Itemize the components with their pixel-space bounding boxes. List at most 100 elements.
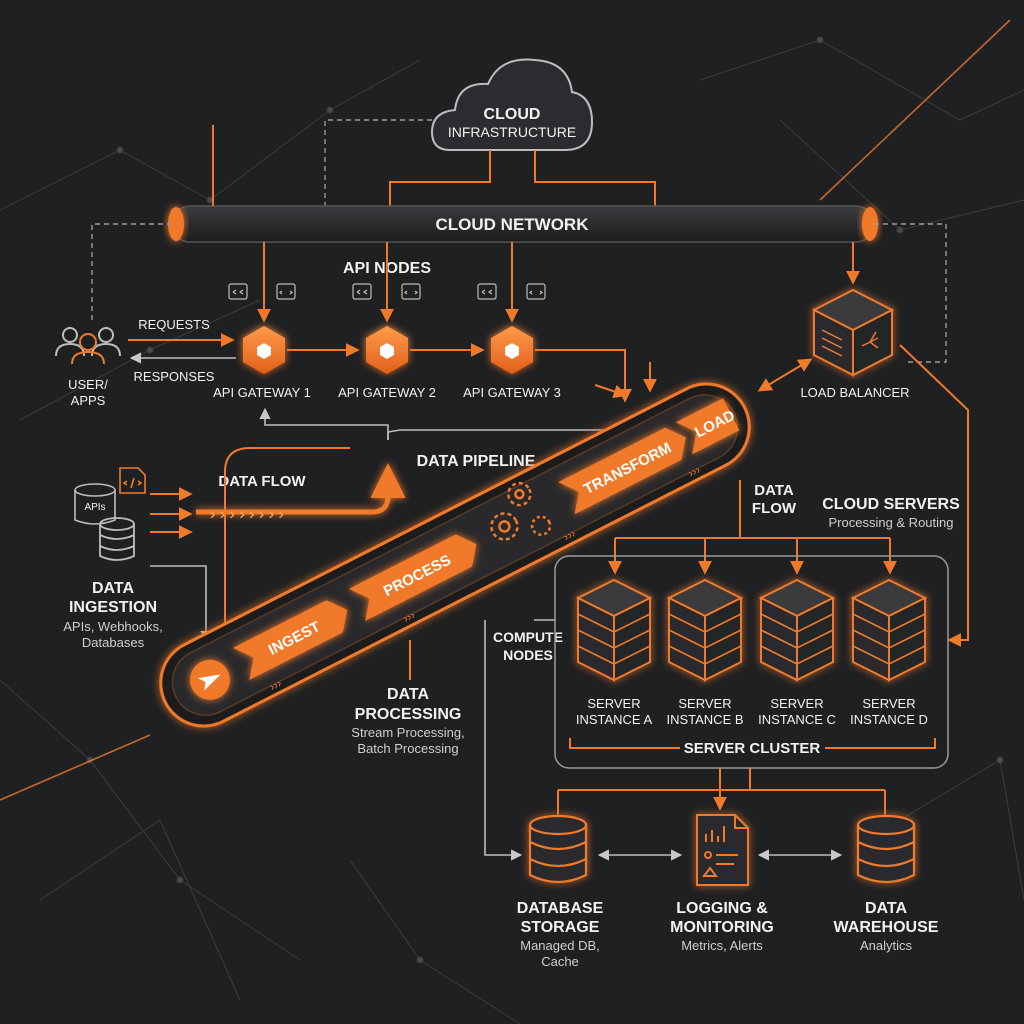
data-pipeline-belt: INGEST PROCESS TRANSFORM LOAD ››› ››› ››… [159, 382, 751, 728]
data-ingestion-title-line2: INGESTION [69, 599, 157, 616]
server-instance-label-line1: SERVER [587, 696, 640, 711]
cloud-connector [534, 150, 656, 208]
cloud-servers-subtitle: Processing & Routing [828, 515, 953, 530]
balancer-pipeline-arrow [757, 358, 813, 392]
cloud-subtitle: INFRASTRUCTURE [448, 124, 576, 140]
data-ingestion-title-line1: DATA [92, 580, 135, 597]
database-storage[interactable]: DATABASE STORAGE Managed DB, Cache [517, 814, 604, 969]
pipeline-start-icon [189, 659, 230, 700]
logging-sub: Metrics, Alerts [681, 938, 763, 953]
gears-icon [490, 481, 552, 541]
api-gateway-2-label: API GATEWAY 2 [338, 385, 436, 400]
gateway-hex-icon [257, 343, 271, 359]
accent-streak [819, 19, 1011, 201]
logging-monitoring[interactable]: LOGGING & MONITORING Metrics, Alerts [670, 814, 774, 953]
data-warehouse-title-line1: DATA [865, 900, 908, 917]
background-network-lines [0, 36, 1024, 1024]
user-apps: USER/ APPS [55, 327, 121, 408]
cloud-connector [389, 150, 491, 208]
server-cluster-frame [554, 555, 949, 769]
user-apps-label-line1: USER/ [68, 377, 108, 392]
pipeline-chevrons: ››› [400, 608, 417, 626]
server-instance-label-line2: INSTANCE B [666, 712, 743, 727]
cluster-bracket [569, 738, 936, 749]
database-storage-sub-line2: Cache [541, 954, 579, 969]
cloud-network-label: CLOUD NETWORK [436, 215, 590, 234]
gateway-hex-icon [505, 343, 519, 359]
cloud-dashed-link [324, 119, 432, 208]
data-processing-title-line1: DATA [387, 686, 430, 703]
server-stack-icon [758, 578, 836, 682]
data-processing-sub-line2: Batch Processing [357, 741, 458, 756]
requests-label: REQUESTS [138, 317, 210, 332]
balancer-to-servers-arrow [899, 344, 969, 647]
load-balancer[interactable]: LOAD BALANCER [800, 288, 910, 400]
cloud-icon [430, 58, 594, 151]
data-processing-title-line2: PROCESSING [355, 706, 462, 723]
data-flow-label: DATA FLOW [218, 473, 306, 490]
load-balancer-label: LOAD BALANCER [800, 385, 909, 400]
cloud-infrastructure: CLOUD INFRASTRUCTURE [430, 58, 594, 151]
server-stack-icon [575, 578, 653, 682]
gateway-code-icons [228, 283, 546, 300]
api-gateway-1-label: API GATEWAY 1 [213, 385, 311, 400]
cloud-servers-title: CLOUD SERVERS [822, 496, 960, 513]
apis-icon-label: APIs [84, 502, 105, 513]
responses-label: RESPONSES [134, 369, 215, 384]
logging-title-line2: MONITORING [670, 919, 774, 936]
warehouse-database-icon [856, 814, 916, 884]
logging-title-line1: LOGGING & [676, 900, 768, 917]
api-gateway-3[interactable]: API GATEWAY 3 [463, 326, 561, 400]
data-flow-chevrons: › › › › › › › › [210, 506, 284, 523]
user-apps-label-line2: APPS [71, 393, 106, 408]
code-file-icon [119, 467, 146, 494]
api-gateway-2[interactable]: API GATEWAY 2 [338, 326, 436, 400]
users-icon [55, 327, 121, 365]
compute-nodes-line2: NODES [503, 647, 553, 663]
server-instance-label-line1: SERVER [862, 696, 915, 711]
server-stack-icon [666, 578, 744, 682]
data-warehouse[interactable]: DATA WAREHOUSE Analytics [834, 814, 939, 953]
pipeline-stage-load[interactable]: LOAD [675, 397, 742, 455]
pipeline-chevrons: ››› [267, 676, 284, 694]
data-flow-stream [196, 463, 406, 515]
server-stack-icon [850, 578, 928, 682]
gateway-to-pipeline-arrow [535, 349, 632, 403]
api-gateway-1[interactable]: API GATEWAY 1 [213, 326, 311, 400]
code-icon [228, 283, 248, 300]
server-cluster-label: SERVER CLUSTER [684, 740, 821, 757]
server-instance-label-line2: INSTANCE D [850, 712, 928, 727]
load-balancer-cube-icon [811, 288, 895, 377]
server-instance-label-line1: SERVER [678, 696, 731, 711]
database-icon [99, 517, 135, 561]
data-ingestion-sub-line1: APIs, Webhooks, [63, 619, 162, 634]
server-data-flow-line2: FLOW [752, 500, 797, 517]
network-dashed-link [874, 223, 947, 363]
server-instance-label-line2: INSTANCE A [576, 712, 653, 727]
server-instance-label-line1: SERVER [770, 696, 823, 711]
pipeline-chevrons: ››› [561, 526, 578, 544]
database-icon [528, 814, 588, 884]
pipeline-feed-line [259, 407, 389, 440]
compute-to-db-line [484, 620, 523, 861]
database-storage-title-line1: DATABASE [517, 900, 604, 917]
database-storage-title-line2: STORAGE [521, 919, 600, 936]
pipeline-entry-arrow [594, 384, 628, 399]
code-icon [352, 283, 372, 300]
code-icon [276, 283, 296, 300]
data-ingestion-sub-line2: Databases [82, 635, 145, 650]
report-document-icon [696, 814, 749, 886]
gateway-hex-icon [380, 343, 394, 359]
data-warehouse-title-line2: WAREHOUSE [834, 919, 939, 936]
pipeline-chevrons: ››› [686, 462, 703, 480]
data-warehouse-sub: Analytics [860, 938, 913, 953]
database-storage-sub-line1: Managed DB, [520, 938, 600, 953]
pipeline-feed-line [387, 429, 615, 440]
